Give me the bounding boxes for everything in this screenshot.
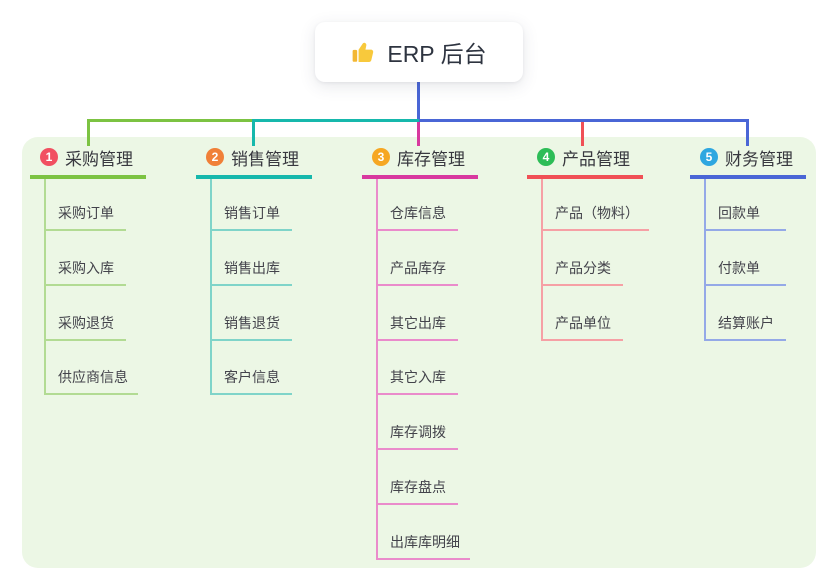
thumbs-up-icon: [352, 42, 374, 62]
branch-finance: 5 财务管理 回款单 付款单 结算账户: [690, 145, 806, 341]
node-other-inbound[interactable]: 其它入库: [376, 369, 458, 395]
connector-branch1-drop: [87, 119, 90, 146]
branch-sales: 2 销售管理 销售订单 销售出库 销售退货 客户信息: [196, 145, 312, 395]
node-sales-order[interactable]: 销售订单: [210, 205, 292, 231]
node-purchase-order[interactable]: 采购订单: [44, 205, 126, 231]
connector-branch2-horizontal: [252, 119, 419, 122]
branch1-number-badge: 1: [40, 148, 58, 166]
connector-branch2-drop: [252, 119, 255, 146]
node-supplier-info[interactable]: 供应商信息: [44, 369, 138, 395]
branch3-label: 库存管理: [397, 149, 465, 169]
branch-node-product[interactable]: 4 产品管理: [527, 145, 643, 179]
branch4-child-line: [541, 179, 543, 341]
node-customer-info[interactable]: 客户信息: [210, 369, 292, 395]
branch-node-finance[interactable]: 5 财务管理: [690, 145, 806, 179]
node-stock-taking[interactable]: 库存盘点: [376, 479, 458, 505]
node-receipt-bill[interactable]: 回款单: [704, 205, 786, 231]
branch2-number-badge: 2: [206, 148, 224, 166]
branch1-child-line: [44, 179, 46, 395]
branch3-child-line: [376, 179, 378, 560]
connector-branch5-drop: [746, 119, 749, 146]
connector-branch5-horizontal: [419, 119, 749, 122]
connector-branch4-drop: [581, 122, 584, 146]
branch-node-inventory[interactable]: 3 库存管理: [362, 145, 478, 179]
node-purchase-return[interactable]: 采购退货: [44, 315, 126, 341]
root-node-label: ERP 后台: [387, 41, 487, 67]
node-product-stock[interactable]: 产品库存: [376, 260, 458, 286]
node-product-category[interactable]: 产品分类: [541, 260, 623, 286]
node-sales-return[interactable]: 销售退货: [210, 315, 292, 341]
branch-node-purchase[interactable]: 1 采购管理: [30, 145, 146, 179]
node-settlement-account[interactable]: 结算账户: [704, 315, 786, 341]
node-payment-bill[interactable]: 付款单: [704, 260, 786, 286]
root-stem-connector: [417, 82, 420, 121]
branch-product: 4 产品管理 产品（物料） 产品分类 产品单位: [527, 145, 649, 341]
connector-branch3-drop: [417, 122, 420, 146]
node-product-unit[interactable]: 产品单位: [541, 315, 623, 341]
branch5-number-badge: 5: [700, 148, 718, 166]
root-node-erp[interactable]: ERP 后台: [315, 22, 523, 82]
branch2-label: 销售管理: [231, 149, 299, 169]
connector-branch1-horizontal: [87, 119, 253, 122]
branch5-child-line: [704, 179, 706, 341]
branch4-label: 产品管理: [562, 149, 630, 169]
branch-inventory: 3 库存管理 仓库信息 产品库存 其它出库 其它入库 库存调拨 库存盘点 出库库…: [362, 145, 478, 560]
branch1-label: 采购管理: [65, 149, 133, 169]
node-stock-transfer[interactable]: 库存调拨: [376, 424, 458, 450]
node-product-material[interactable]: 产品（物料）: [541, 205, 649, 231]
branch2-child-line: [210, 179, 212, 395]
branch-purchase: 1 采购管理 采购订单 采购入库 采购退货 供应商信息: [30, 145, 146, 395]
branch-node-sales[interactable]: 2 销售管理: [196, 145, 312, 179]
node-other-outbound[interactable]: 其它出库: [376, 315, 458, 341]
node-outbound-detail[interactable]: 出库库明细: [376, 534, 470, 560]
node-purchase-inbound[interactable]: 采购入库: [44, 260, 126, 286]
branch4-number-badge: 4: [537, 148, 555, 166]
branch5-label: 财务管理: [725, 149, 793, 169]
node-warehouse-info[interactable]: 仓库信息: [376, 205, 458, 231]
node-sales-outbound[interactable]: 销售出库: [210, 260, 292, 286]
branch3-number-badge: 3: [372, 148, 390, 166]
mindmap-background-panel: [22, 137, 816, 568]
